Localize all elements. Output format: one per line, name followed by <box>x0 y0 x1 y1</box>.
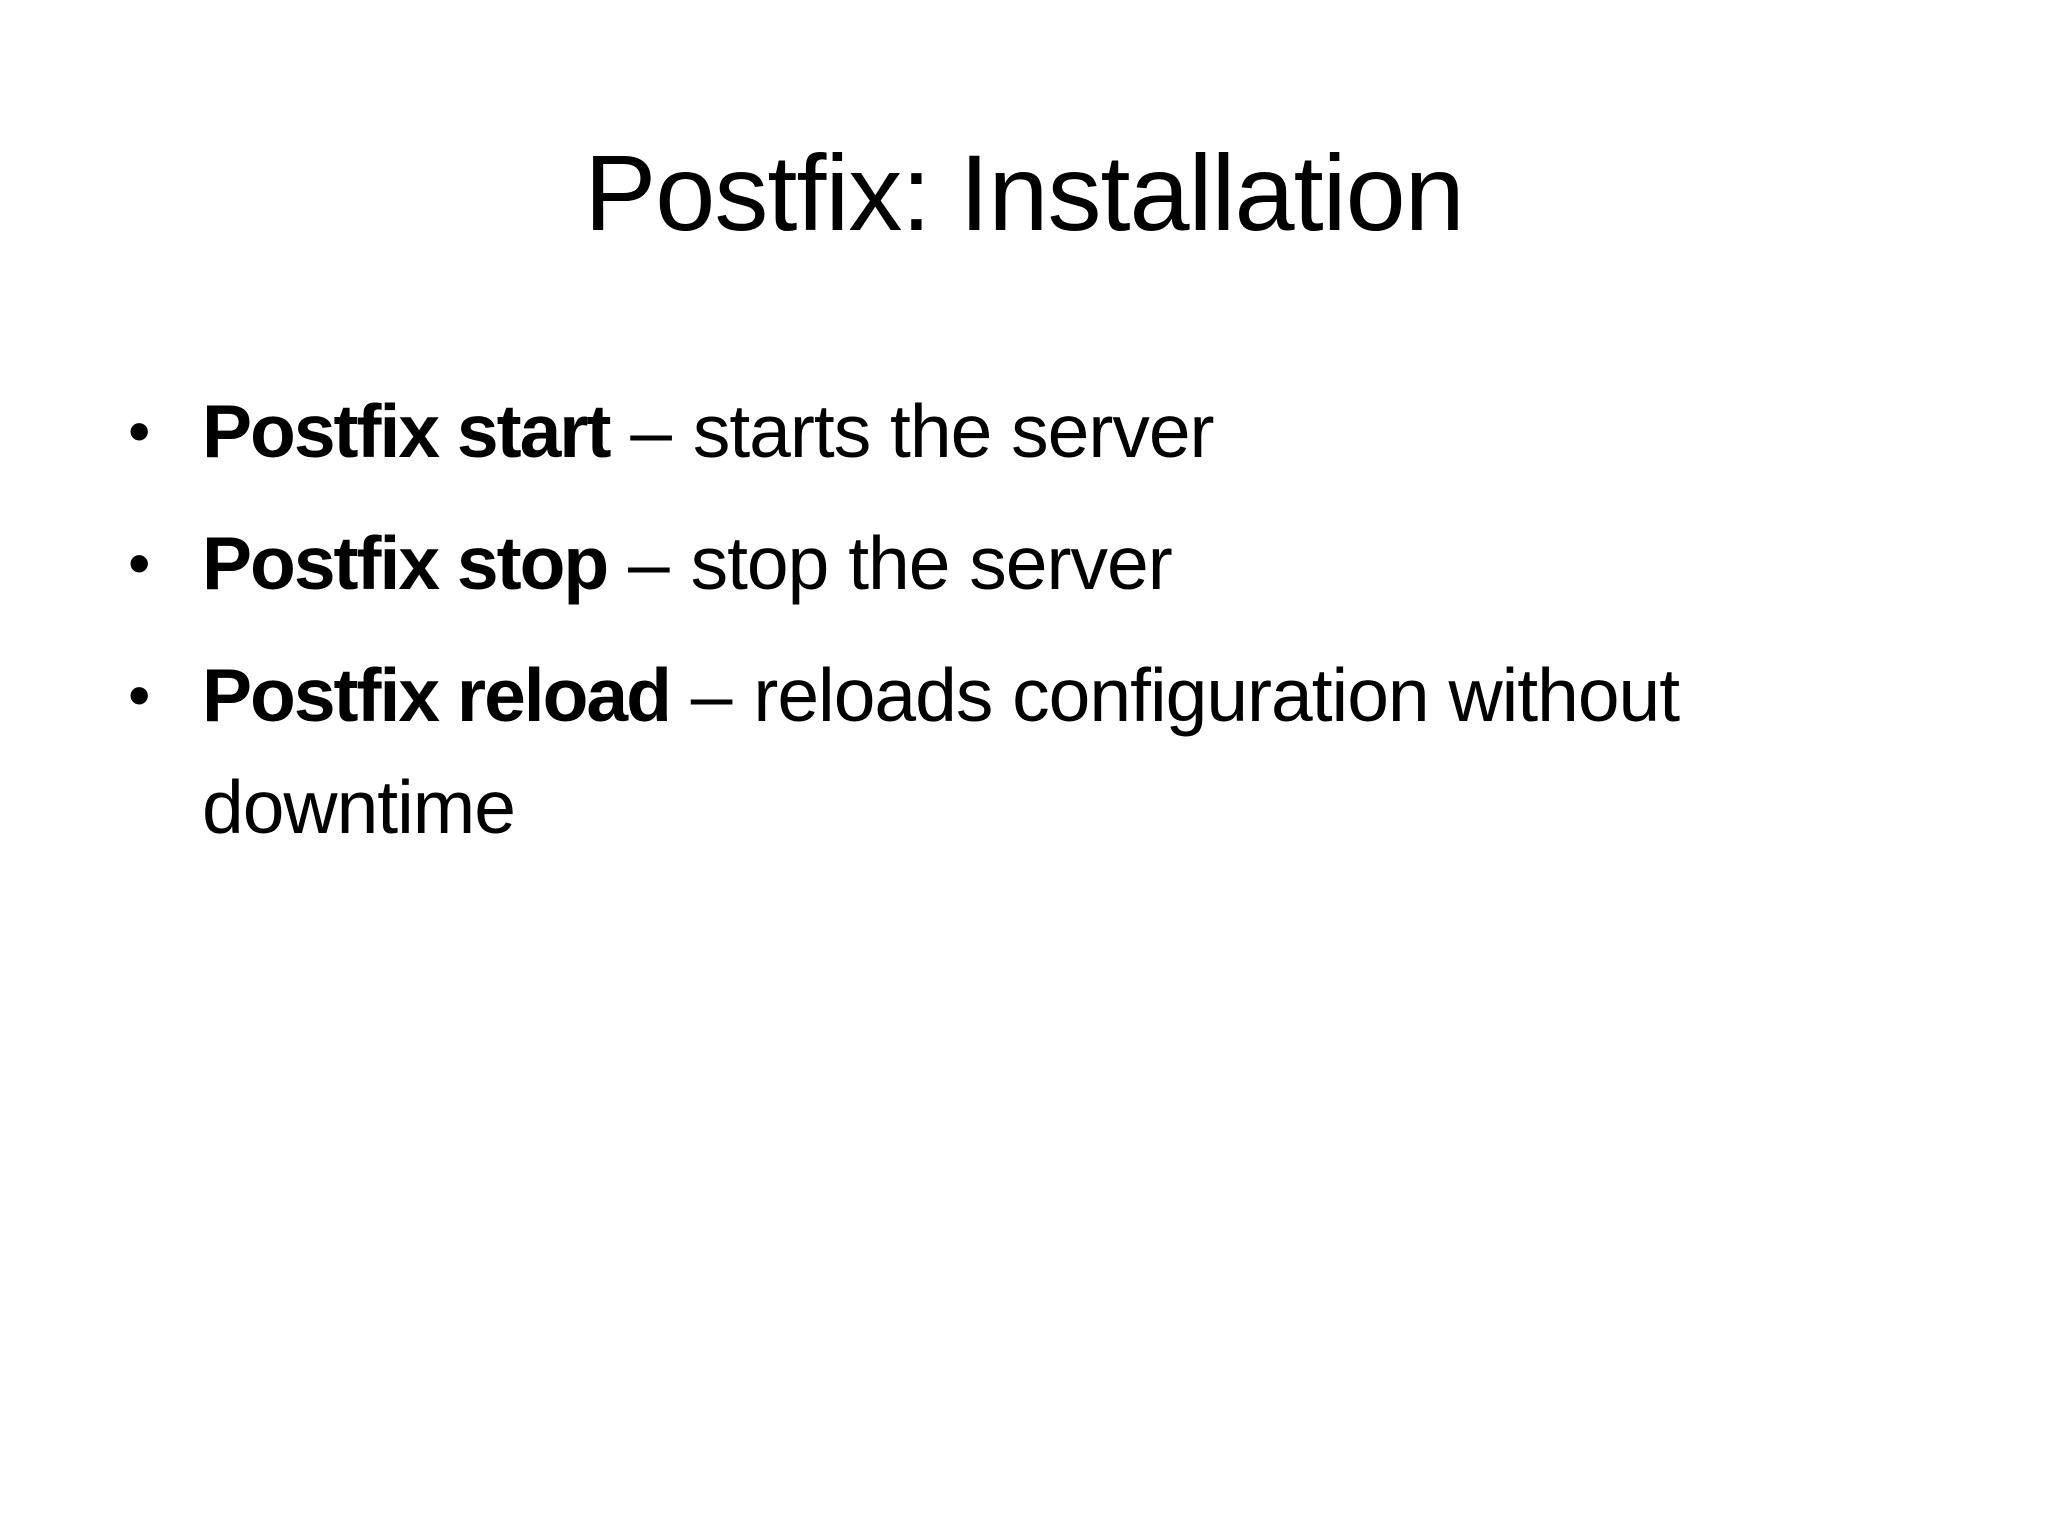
bullet-icon: • <box>128 527 151 599</box>
command-description: reloads configuration without downtime <box>202 653 1680 849</box>
command-name: Postfix reload <box>202 653 672 737</box>
bullet-list: • Postfix start – starts the server • Po… <box>128 375 1968 883</box>
bullet-item-stop: • Postfix stop – stop the server <box>128 507 1968 619</box>
bullet-icon: • <box>128 395 151 467</box>
command-description: starts the server <box>692 389 1215 473</box>
command-name: Postfix stop <box>202 521 609 605</box>
separator: – <box>607 521 691 605</box>
bullet-item-start: • Postfix start – starts the server <box>128 375 1968 487</box>
command-name: Postfix start <box>202 389 611 473</box>
separator: – <box>669 653 754 737</box>
slide-title: Postfix: Installation <box>584 132 1464 253</box>
bullet-item-reload: • Postfix reload – reloads configuration… <box>128 639 1968 863</box>
separator: – <box>609 389 693 473</box>
command-description: stop the server <box>690 521 1173 605</box>
bullet-icon: • <box>128 659 151 731</box>
